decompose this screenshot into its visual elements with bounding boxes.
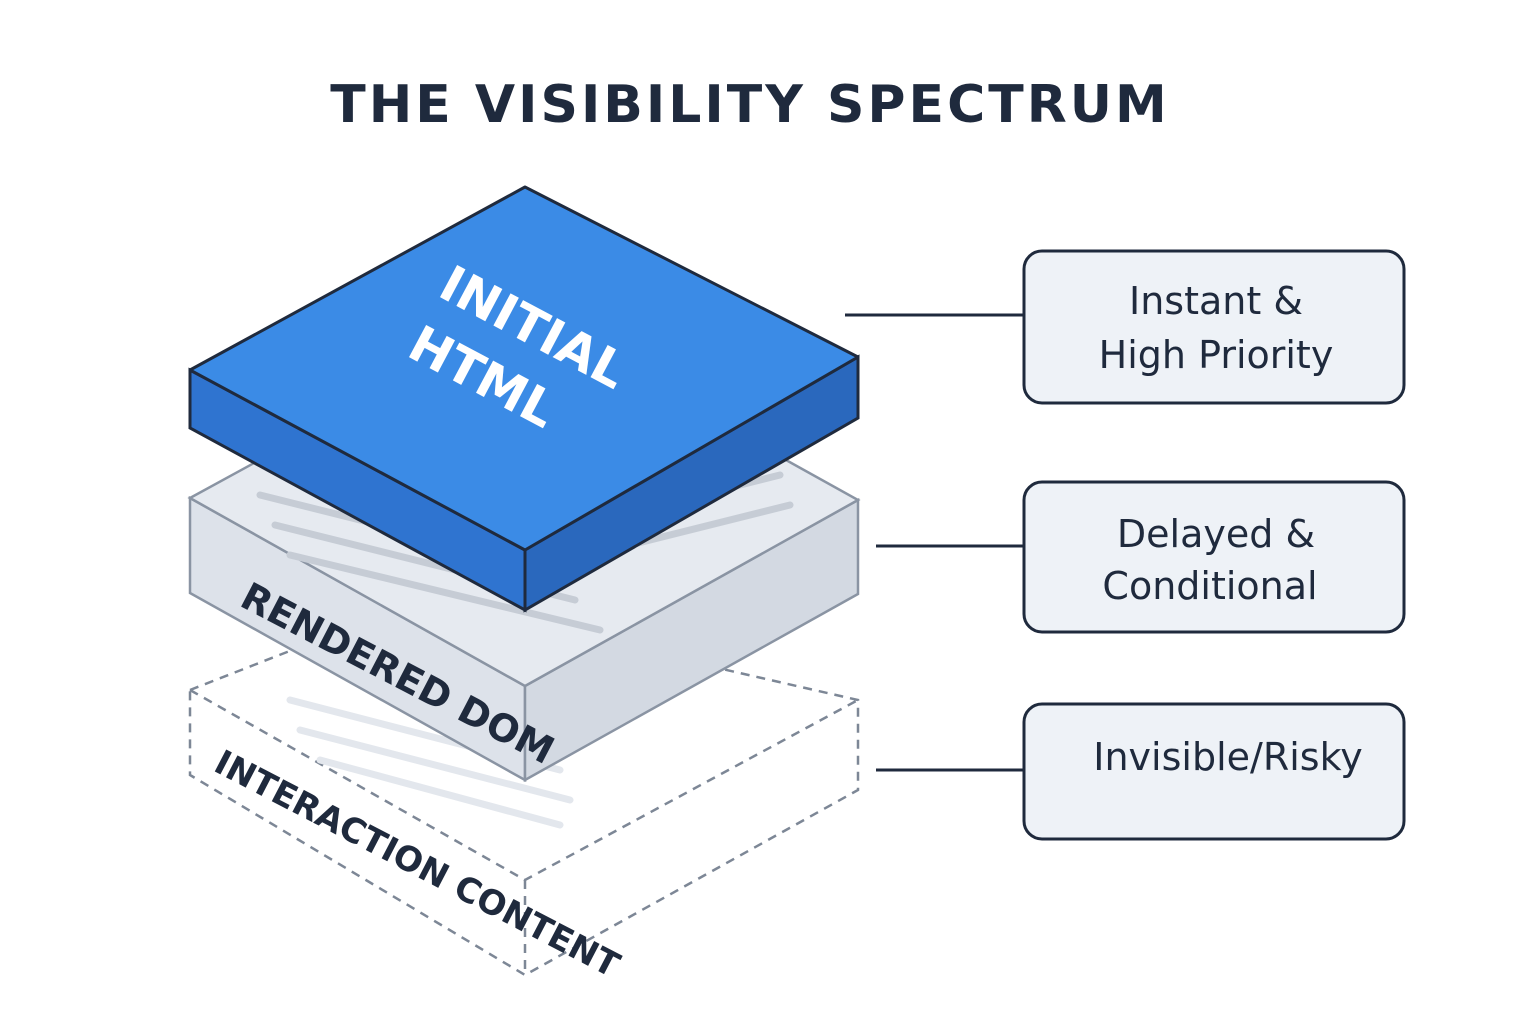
- card-text-line: High Priority: [1099, 333, 1334, 377]
- layer-initial-html: INITIAL HTML: [188, 185, 860, 613]
- card-text-line: Invisible/Risky: [1093, 735, 1362, 779]
- diagram-title: THE VISIBILITY SPECTRUM: [330, 75, 1169, 135]
- label-card-delayed: Delayed & Conditional: [1022, 480, 1406, 634]
- card-text-line: Instant &: [1129, 279, 1303, 323]
- card-box: [1022, 249, 1406, 405]
- label-card-invisible: Invisible/Risky: [1022, 702, 1406, 841]
- layer-top-face: [188, 185, 860, 552]
- card-box: [1022, 480, 1406, 634]
- card-text-line: Conditional: [1102, 564, 1317, 608]
- label-card-instant: Instant & High Priority: [1022, 249, 1406, 405]
- card-text-line: Delayed &: [1117, 512, 1315, 556]
- card-box: [1022, 702, 1406, 841]
- layer-label-interaction-content: INTERACTION CONTENT: [208, 743, 627, 987]
